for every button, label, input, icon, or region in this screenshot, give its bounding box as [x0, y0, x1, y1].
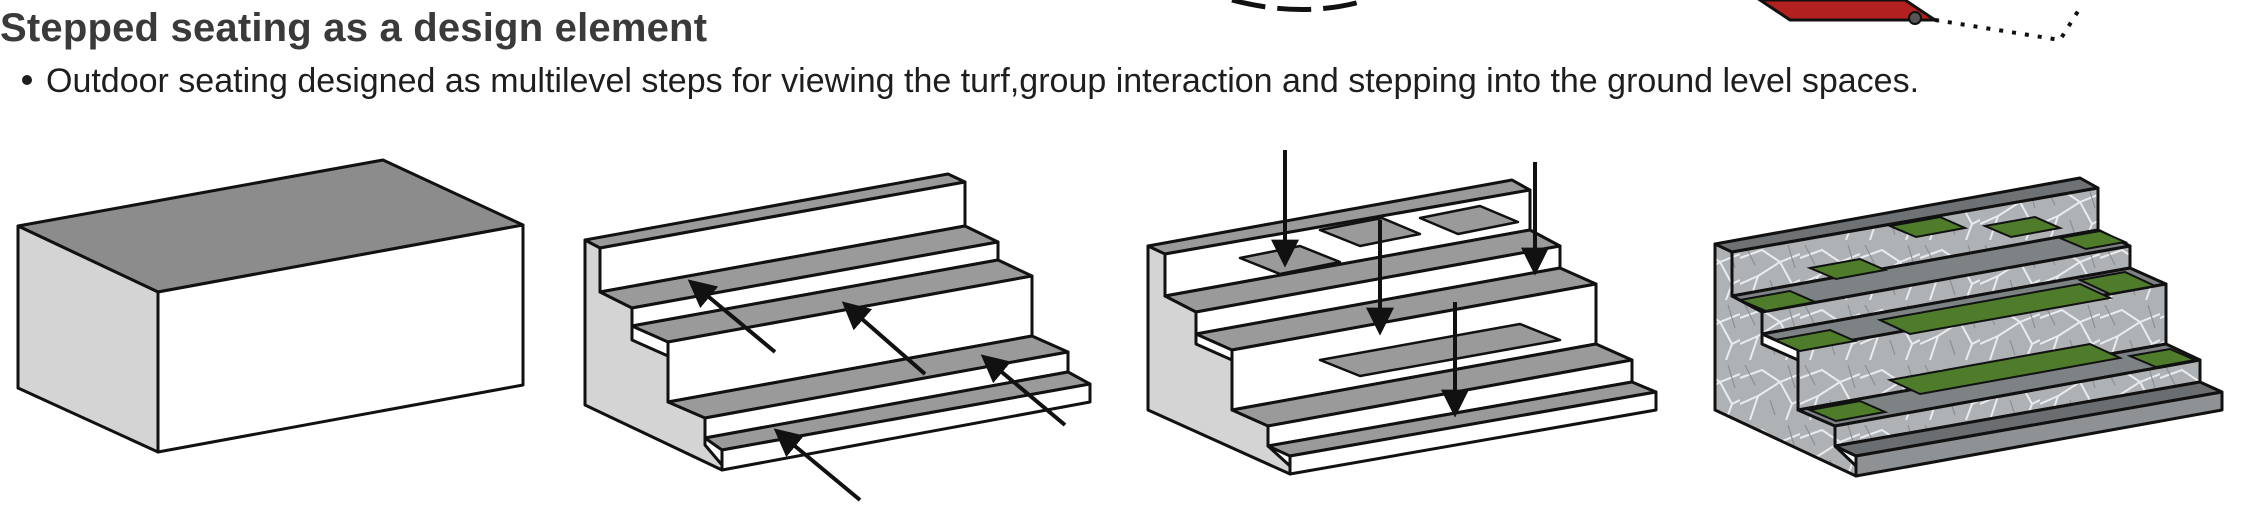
- turf-patch: [2056, 229, 2129, 251]
- top-cropped-decoration: [1231, 0, 2082, 43]
- page-title: Stepped seating as a design element: [0, 6, 708, 50]
- plain-block: [16, 158, 525, 454]
- bullet-text: Outdoor seating designed as multilevel s…: [46, 62, 1920, 100]
- arrow-icon: [841, 301, 927, 376]
- stepped-seating-arrows: [583, 172, 1092, 502]
- turf-patch: [2076, 270, 2159, 296]
- stone-turf-seating: [1713, 176, 2224, 478]
- arrow-icon: [773, 428, 862, 502]
- turf-patch: [2126, 347, 2199, 369]
- turf-patch: [1736, 289, 1819, 313]
- bullet-icon: [22, 75, 32, 86]
- arrow-icon: [980, 354, 1067, 427]
- turf-patch: [1771, 328, 1859, 353]
- arrow-icon: [687, 279, 777, 354]
- turf-strip: [1886, 342, 2124, 396]
- stepped-seating-down-arrows: [1146, 150, 1658, 476]
- block-front-face: [156, 223, 525, 454]
- turf-patch: [1886, 215, 1969, 239]
- turf-patch: [1981, 215, 2064, 239]
- turf-patch: [1806, 257, 1889, 281]
- turf-strip: [1876, 282, 2114, 336]
- turf-patch: [1806, 399, 1889, 423]
- bullet-text-line: Outdoor seating designed as multilevel s…: [22, 62, 1919, 101]
